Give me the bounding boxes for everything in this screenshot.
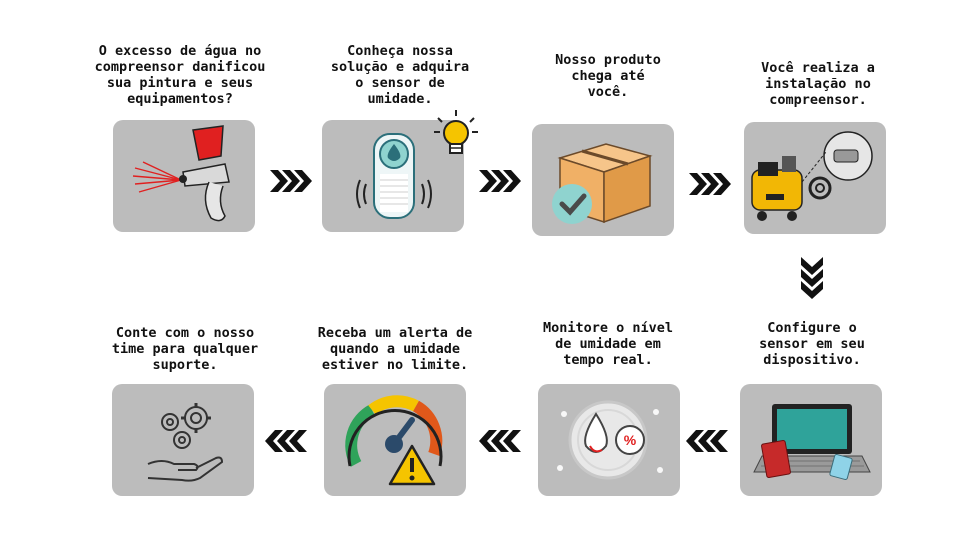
step-7-tile <box>324 384 466 496</box>
step-5-caption: Configure o sensor em seu dispositivo. <box>759 320 865 368</box>
step-1-tile <box>113 120 255 232</box>
chevrons-right-icon <box>270 170 312 192</box>
step-4-caption: Você realiza a instalação no compreensor… <box>761 60 875 108</box>
chevrons-right-icon <box>689 173 731 195</box>
laptop-icon <box>753 404 871 481</box>
support-hand-gears-icon <box>147 403 224 482</box>
step-4-tile <box>744 122 886 234</box>
step-5-tile <box>740 384 882 496</box>
spray-gun-icon <box>132 125 230 222</box>
package-delivered-icon <box>552 143 653 224</box>
step-7-caption: Receba um alerta de quando a umidade est… <box>317 325 473 373</box>
step-8-tile <box>112 384 254 496</box>
gauge-alert-icon <box>345 395 443 486</box>
compressor-install-icon <box>751 131 873 221</box>
step-3-caption: Nosso produto chega até você. <box>555 52 661 100</box>
step-2-caption: Conheça nossa solução e adquira o sensor… <box>330 43 470 107</box>
lightbulb-icon <box>434 110 478 154</box>
chevrons-left-icon <box>265 430 307 452</box>
humidity-sensor-icon <box>356 133 432 219</box>
step-1-caption: O excesso de água no compreensor danific… <box>94 43 266 107</box>
step-8-caption: Conte com o nosso time para qualquer sup… <box>111 325 259 373</box>
chevrons-right-icon <box>479 170 521 192</box>
step-2-tile <box>322 120 464 232</box>
svg-text:%: % <box>624 432 637 448</box>
chevrons-left-icon <box>479 430 521 452</box>
step-6-caption: Monitore o nível de umidade em tempo rea… <box>542 320 674 368</box>
chevrons-down-icon <box>801 257 823 299</box>
humidity-monitor-icon: % <box>557 400 663 480</box>
step-6-tile: % <box>538 384 680 496</box>
step-3-tile <box>532 124 674 236</box>
chevrons-left-icon <box>686 430 728 452</box>
